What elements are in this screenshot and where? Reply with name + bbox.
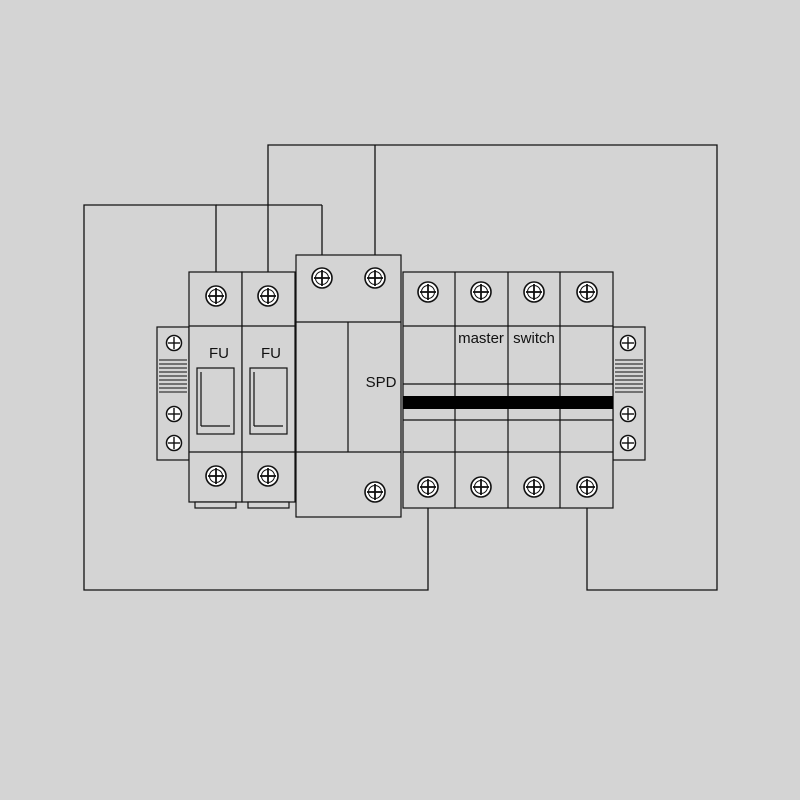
wires bbox=[83, 144, 718, 591]
fuse-2-label: FU bbox=[261, 345, 281, 362]
right-clamp-screw-top-icon bbox=[619, 334, 637, 352]
master-switch bbox=[402, 271, 614, 509]
master-switch-handle-bar[interactable] bbox=[403, 396, 613, 409]
master-pole-4-bottom-terminal-icon bbox=[576, 476, 598, 498]
fuse-holder-1 bbox=[188, 271, 243, 509]
master-pole-3-top-terminal-icon bbox=[523, 281, 545, 303]
spd-label: SPD bbox=[366, 374, 397, 391]
spd-top-left-terminal-icon bbox=[311, 267, 333, 289]
master-pole-2-bottom-terminal-icon bbox=[470, 476, 492, 498]
right-clamp-screw-mid-icon bbox=[619, 405, 637, 423]
left-clamp-screw-mid-icon bbox=[165, 405, 183, 423]
fuse-1-label: FU bbox=[209, 345, 229, 362]
fuse-1-bottom-terminal-icon bbox=[205, 465, 227, 487]
master-pole-1-bottom-terminal-icon bbox=[417, 476, 439, 498]
fuse-2-top-terminal-icon bbox=[257, 285, 279, 307]
wire-left-loop bbox=[83, 204, 429, 591]
spd-bottom-terminal-icon bbox=[364, 481, 386, 503]
master-pole-3-bottom-terminal-icon bbox=[523, 476, 545, 498]
spd-top-right-terminal-icon bbox=[364, 267, 386, 289]
master-pole-1-top-terminal-icon bbox=[417, 281, 439, 303]
master-switch-label-right: switch bbox=[513, 330, 555, 347]
master-pole-4-top-terminal-icon bbox=[576, 281, 598, 303]
master-pole-2-top-terminal-icon bbox=[470, 281, 492, 303]
fuse-2-bottom-terminal-icon bbox=[257, 465, 279, 487]
fuse-holder-2 bbox=[241, 271, 296, 509]
fuse-1-top-terminal-icon bbox=[205, 285, 227, 307]
master-switch-label-left: master bbox=[458, 330, 504, 347]
left-clamp-screw-bottom-icon bbox=[165, 434, 183, 452]
spd-module bbox=[295, 254, 402, 518]
right-clamp-screw-bottom-icon bbox=[619, 434, 637, 452]
left-clamp-screw-top-icon bbox=[165, 334, 183, 352]
wire-right-loop bbox=[267, 144, 718, 591]
